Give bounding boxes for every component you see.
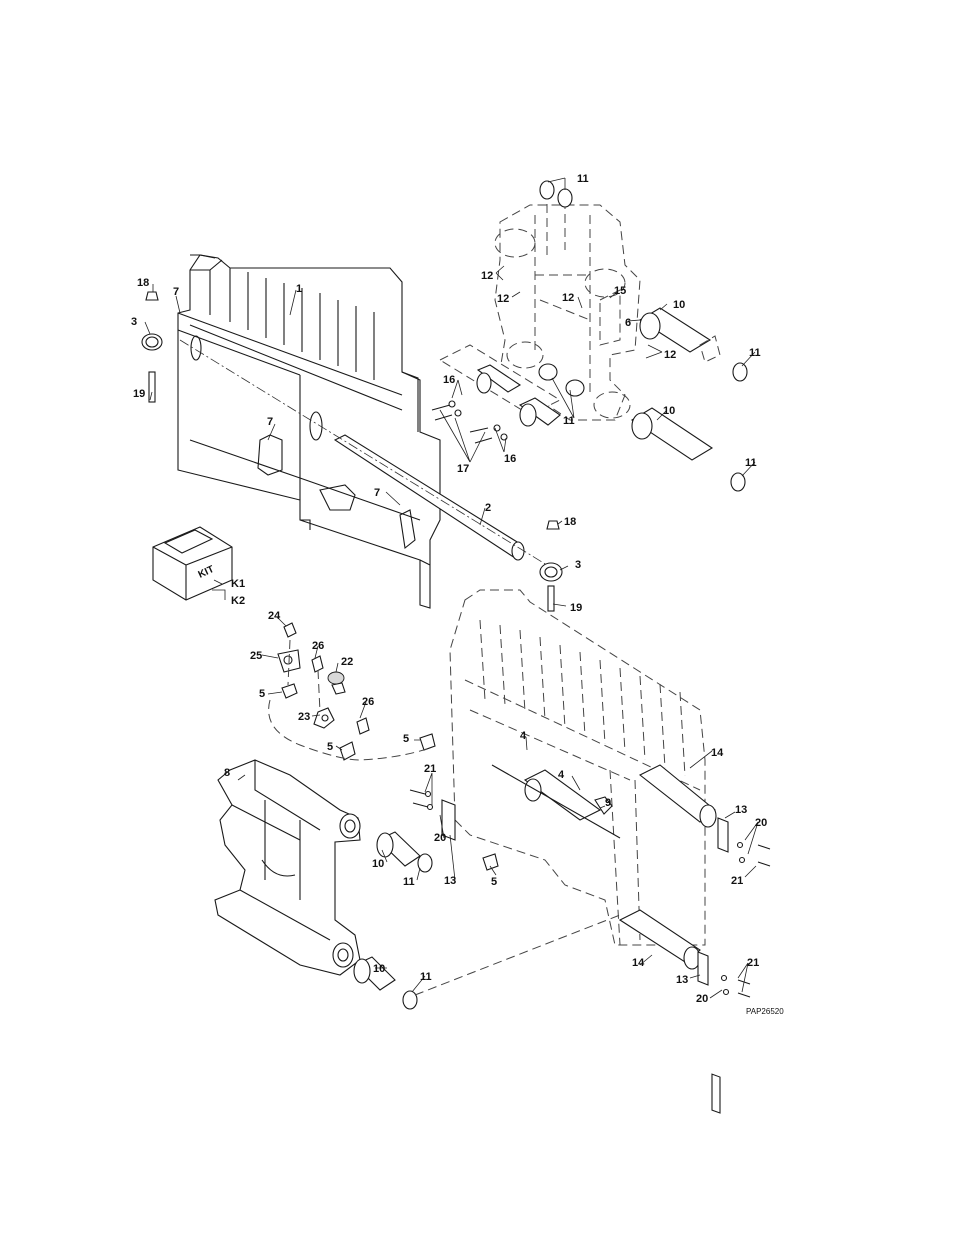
- callout-7: 7: [173, 286, 179, 298]
- callout-20: 20: [434, 832, 446, 844]
- callout-25: 25: [250, 650, 262, 662]
- callout-13: 13: [735, 804, 747, 816]
- callout-23: 23: [298, 711, 310, 723]
- callout-5: 5: [327, 741, 333, 753]
- callout-4: 4: [558, 769, 565, 781]
- callout-8: 8: [224, 767, 230, 779]
- callout-26: 26: [362, 696, 374, 708]
- callout-19: 19: [133, 388, 145, 400]
- callout-11: 11: [745, 457, 757, 469]
- callout-5: 5: [403, 733, 409, 745]
- callout-K1: K1: [231, 578, 245, 590]
- callout-11: 11: [403, 876, 415, 888]
- callout-17: 17: [457, 463, 469, 475]
- hydraulic-fittings: [268, 622, 499, 871]
- retainer-plates: [409, 789, 771, 998]
- callout-7: 7: [374, 487, 380, 499]
- callout-13: 13: [676, 974, 688, 986]
- pivot-pin-left-upper: [376, 831, 433, 873]
- callout-11: 11: [420, 971, 432, 983]
- callout-15: 15: [614, 285, 626, 297]
- callout-5: 5: [259, 688, 265, 700]
- carriage-phantom-lower: [449, 589, 706, 946]
- callout-11: 11: [577, 173, 589, 185]
- callout-14: 14: [711, 747, 724, 759]
- figure-reference-code: PAP26520: [746, 1007, 784, 1016]
- callout-4: 4: [520, 730, 527, 742]
- callout-10: 10: [373, 963, 385, 975]
- callout-12: 12: [497, 293, 509, 305]
- callout-16: 16: [443, 374, 455, 386]
- callout-12: 12: [664, 349, 676, 361]
- carriage-frame: [177, 254, 441, 609]
- mounting-pin-14-lower: [618, 909, 701, 970]
- callout-1: 1: [296, 283, 302, 295]
- callout-3: 3: [575, 559, 581, 571]
- callout-7: 7: [267, 416, 273, 428]
- callout-11: 11: [749, 347, 761, 359]
- pivot-pin-left-lower: [353, 914, 621, 1010]
- callout-10: 10: [372, 858, 384, 870]
- callout-16: 16: [504, 453, 516, 465]
- pivot-pin-lower: [630, 407, 746, 492]
- callout-20: 20: [755, 817, 767, 829]
- callout-labels: 18 7 1 3 19 7 7 2 18 3 19 11 12 12 12 15…: [131, 173, 784, 1016]
- callout-21: 21: [424, 763, 436, 775]
- callout-6: 6: [625, 317, 631, 329]
- callout-10: 10: [673, 299, 685, 311]
- bushing-left: [141, 291, 163, 403]
- callout-3: 3: [131, 316, 137, 328]
- callout-2: 2: [485, 502, 491, 514]
- cylinder-pair: [431, 344, 585, 444]
- callout-21: 21: [731, 875, 743, 887]
- callout-K2: K2: [231, 595, 245, 607]
- attachment-frame: [214, 759, 361, 976]
- callout-21: 21: [747, 957, 759, 969]
- mounting-pin-14-upper: [638, 764, 721, 1114]
- hydraulic-cylinder: [491, 764, 621, 839]
- callout-20: 20: [696, 993, 708, 1005]
- callout-18: 18: [564, 516, 576, 528]
- callout-13: 13: [444, 875, 456, 887]
- callout-14: 14: [632, 957, 645, 969]
- callout-9: 9: [605, 797, 611, 809]
- callout-5: 5: [491, 876, 497, 888]
- pivot-pin-upper: [638, 307, 748, 382]
- kit-box: KIT: [152, 526, 233, 601]
- callout-19: 19: [570, 602, 582, 614]
- carriage-mount-phantom: [494, 190, 641, 421]
- callout-22: 22: [341, 656, 353, 668]
- retaining-ring: [539, 180, 555, 200]
- bushing-right: [539, 520, 563, 612]
- callout-10: 10: [663, 405, 675, 417]
- callout-11: 11: [563, 415, 575, 427]
- callout-18: 18: [137, 277, 149, 289]
- callout-12: 12: [481, 270, 493, 282]
- callout-26: 26: [312, 640, 324, 652]
- callout-12: 12: [562, 292, 574, 304]
- retaining-ring: [557, 188, 573, 208]
- callout-24: 24: [268, 610, 281, 622]
- leader-lines: [144, 177, 759, 999]
- shaft: [179, 339, 556, 571]
